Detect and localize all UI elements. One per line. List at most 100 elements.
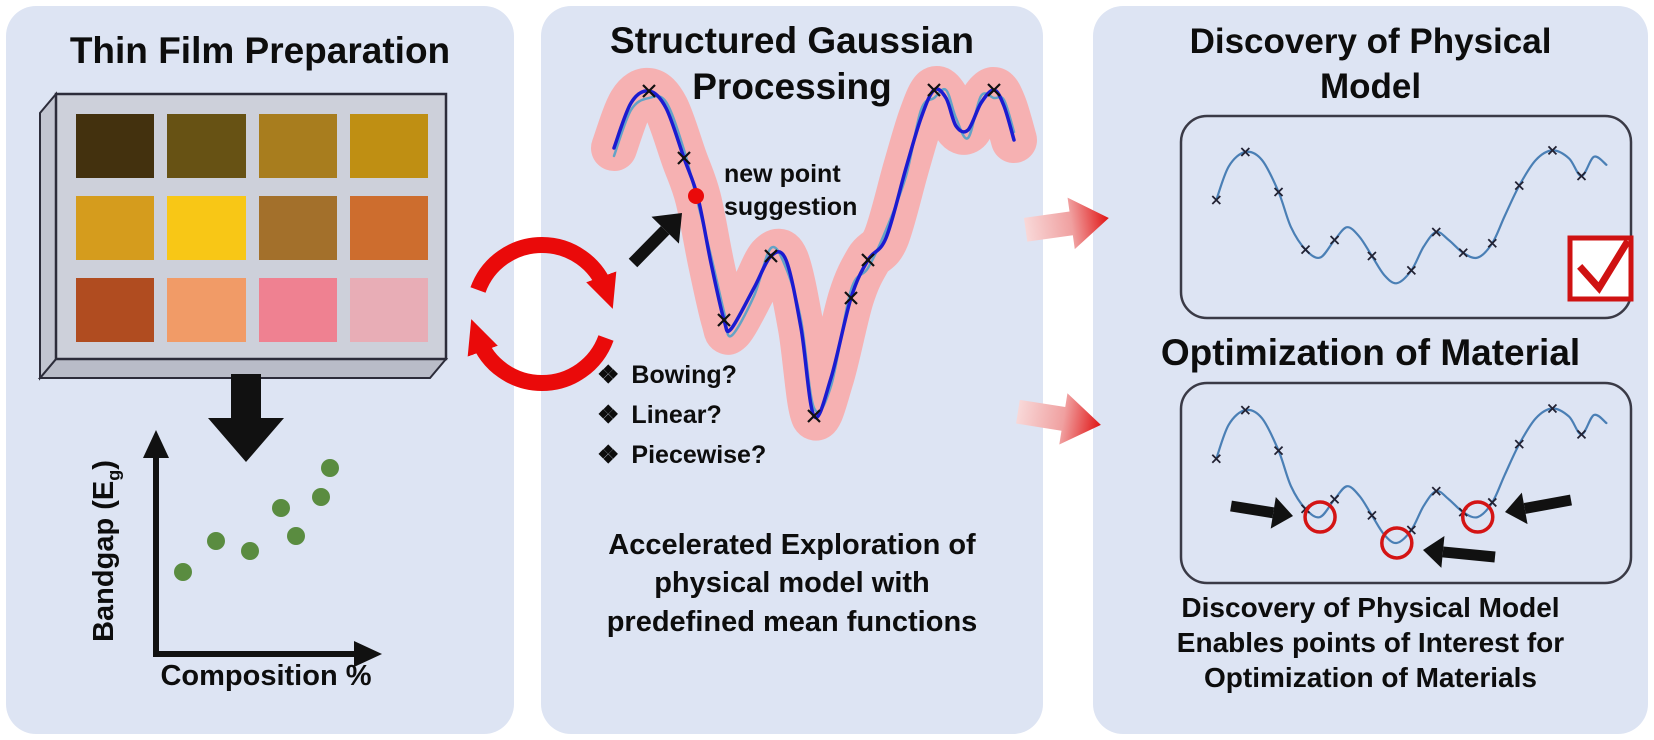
diamond-bullet-icon: ❖: [597, 400, 620, 429]
x-marker-icon: [807, 409, 821, 423]
film-swatch: [76, 278, 155, 342]
x-marker-icon: [1547, 403, 1558, 414]
x-marker-icon: [1487, 497, 1497, 508]
film-swatch: [167, 196, 246, 260]
panel-middle-title-line2: Processing: [692, 66, 892, 108]
scatter-y-axis-label: Bandgap (Eg): [88, 460, 124, 642]
list-item-label: Bowing?: [631, 361, 737, 389]
panel-middle-title: Structured Gaussian Processing: [541, 18, 1043, 111]
x-marker-icon: [1329, 494, 1340, 504]
x-marker-icon: [1576, 171, 1587, 181]
down-arrow: [208, 374, 284, 462]
x-marker-icon: [844, 291, 858, 305]
x-marker-icon: [1547, 145, 1558, 156]
x-marker-icon: [1273, 445, 1284, 456]
x-marker-icon: [1211, 195, 1221, 205]
optimization-box: [1179, 381, 1633, 585]
arrow-shaft: [1230, 500, 1275, 519]
panel-right-title-line1: Discovery of Physical: [1189, 22, 1552, 61]
x-marker-icon: [927, 83, 941, 97]
x-marker-icon: [1431, 227, 1441, 237]
list-item-label: Linear?: [631, 400, 722, 429]
x-marker-icon: [1487, 238, 1497, 248]
panel-thin-film-preparation: Thin Film Preparation Bandgap (Eg) Compo…: [6, 6, 514, 734]
film-swatch: [258, 196, 337, 260]
panel-discovery-optimization: Discovery of Physical Model Optimization…: [1093, 6, 1648, 734]
caption-line1: Accelerated Exploration of: [608, 529, 976, 561]
data-dot: [241, 542, 259, 560]
new-point-annotation-line1: new point: [724, 160, 841, 188]
x-marker-icon: [861, 253, 875, 267]
data-dot: [272, 499, 290, 517]
right-graphics-svg: [1179, 114, 1634, 585]
x-marker-icon: [1514, 180, 1524, 191]
panel-right-title-line2: Model: [1319, 66, 1422, 106]
x-marker-icon: [1300, 244, 1311, 255]
diamond-bullet-icon: ❖: [597, 361, 620, 389]
caption-line2: physical model with: [654, 567, 930, 600]
x-marker-icon: [1514, 439, 1524, 449]
list-item: ❖ Linear?: [597, 401, 766, 430]
x-marker-icon: [1240, 147, 1250, 157]
list-item: ❖ Piecewise?: [597, 441, 766, 470]
film-swatch-grid: [76, 114, 428, 342]
film-swatch: [76, 196, 155, 260]
new-point-annotation-line2: suggestion: [724, 192, 858, 221]
film-swatch: [349, 196, 428, 260]
list-item: ❖ Bowing?: [597, 361, 766, 390]
film-swatch: [349, 278, 428, 342]
panel-right-caption: Discovery of Physical Model Enables poin…: [1093, 590, 1648, 695]
x-marker-icon: [1211, 454, 1221, 464]
x-marker-icon: [1367, 510, 1377, 521]
arrow-shaft: [1442, 546, 1496, 563]
data-dot: [321, 459, 339, 477]
film-swatch: [258, 114, 337, 178]
x-marker-icon: [987, 83, 1001, 97]
x-marker-icon: [1431, 486, 1441, 496]
panel-middle-title-line1: Structured Gaussian: [610, 20, 974, 61]
scatter-x-axis-arrowhead: [354, 641, 382, 667]
x-marker-icon: [1458, 248, 1468, 258]
scatter-y-axis-arrowhead: [143, 430, 169, 458]
ylabel-subscript: g: [103, 469, 124, 481]
curve-path: [1215, 149, 1608, 285]
x-marker-icon: [717, 313, 731, 327]
ylabel-text: Bandgap (E: [87, 480, 120, 642]
panel-left-title: Thin Film Preparation: [69, 30, 451, 71]
middle-graphics-svg: [591, 66, 1037, 441]
panel-structured-gaussian-processing: Structured Gaussian Processing new point…: [541, 6, 1043, 734]
x-marker-icon: [677, 151, 691, 165]
x-marker-icon: [1329, 235, 1340, 245]
x-marker-icon: [1240, 405, 1250, 415]
data-dot: [207, 532, 225, 550]
ylabel-close: ): [87, 460, 120, 470]
checkmark-icon: [1577, 239, 1631, 294]
film-swatch: [167, 114, 246, 178]
new-point-annotation: new point suggestion: [724, 158, 857, 223]
data-dot: [287, 527, 305, 545]
film-swatch: [76, 114, 155, 178]
film-plate-left-face: [39, 91, 57, 381]
physical-model-box: [1179, 114, 1633, 320]
arrow-head-icon: [651, 213, 682, 244]
caption-line2: Enables points of Interest for: [1176, 627, 1565, 658]
film-swatch: [167, 278, 246, 342]
list-item-label: Piecewise?: [631, 440, 767, 469]
film-swatch: [349, 114, 428, 178]
panel-middle-caption: Accelerated Exploration of physical mode…: [541, 526, 1043, 641]
x-marker-icon: [1367, 251, 1377, 261]
panel-right-title: Discovery of Physical Model: [1093, 20, 1648, 110]
optimization-subtitle: Optimization of Material: [1160, 332, 1581, 373]
highlight-circle-icon: [1380, 526, 1414, 560]
scatter-x-axis-label: Composition %: [160, 660, 372, 692]
data-dot: [174, 563, 192, 581]
arrow-head-icon: [1423, 536, 1445, 568]
x-marker-icon: [1576, 429, 1587, 440]
diamond-bullet-icon: ❖: [597, 440, 620, 469]
x-marker-icon: [1273, 187, 1284, 197]
arrow-head-icon: [1505, 492, 1528, 525]
x-marker-icon: [1406, 265, 1416, 276]
film-swatch: [258, 278, 337, 342]
curve-path: [612, 87, 1016, 420]
data-dot: [312, 488, 330, 506]
